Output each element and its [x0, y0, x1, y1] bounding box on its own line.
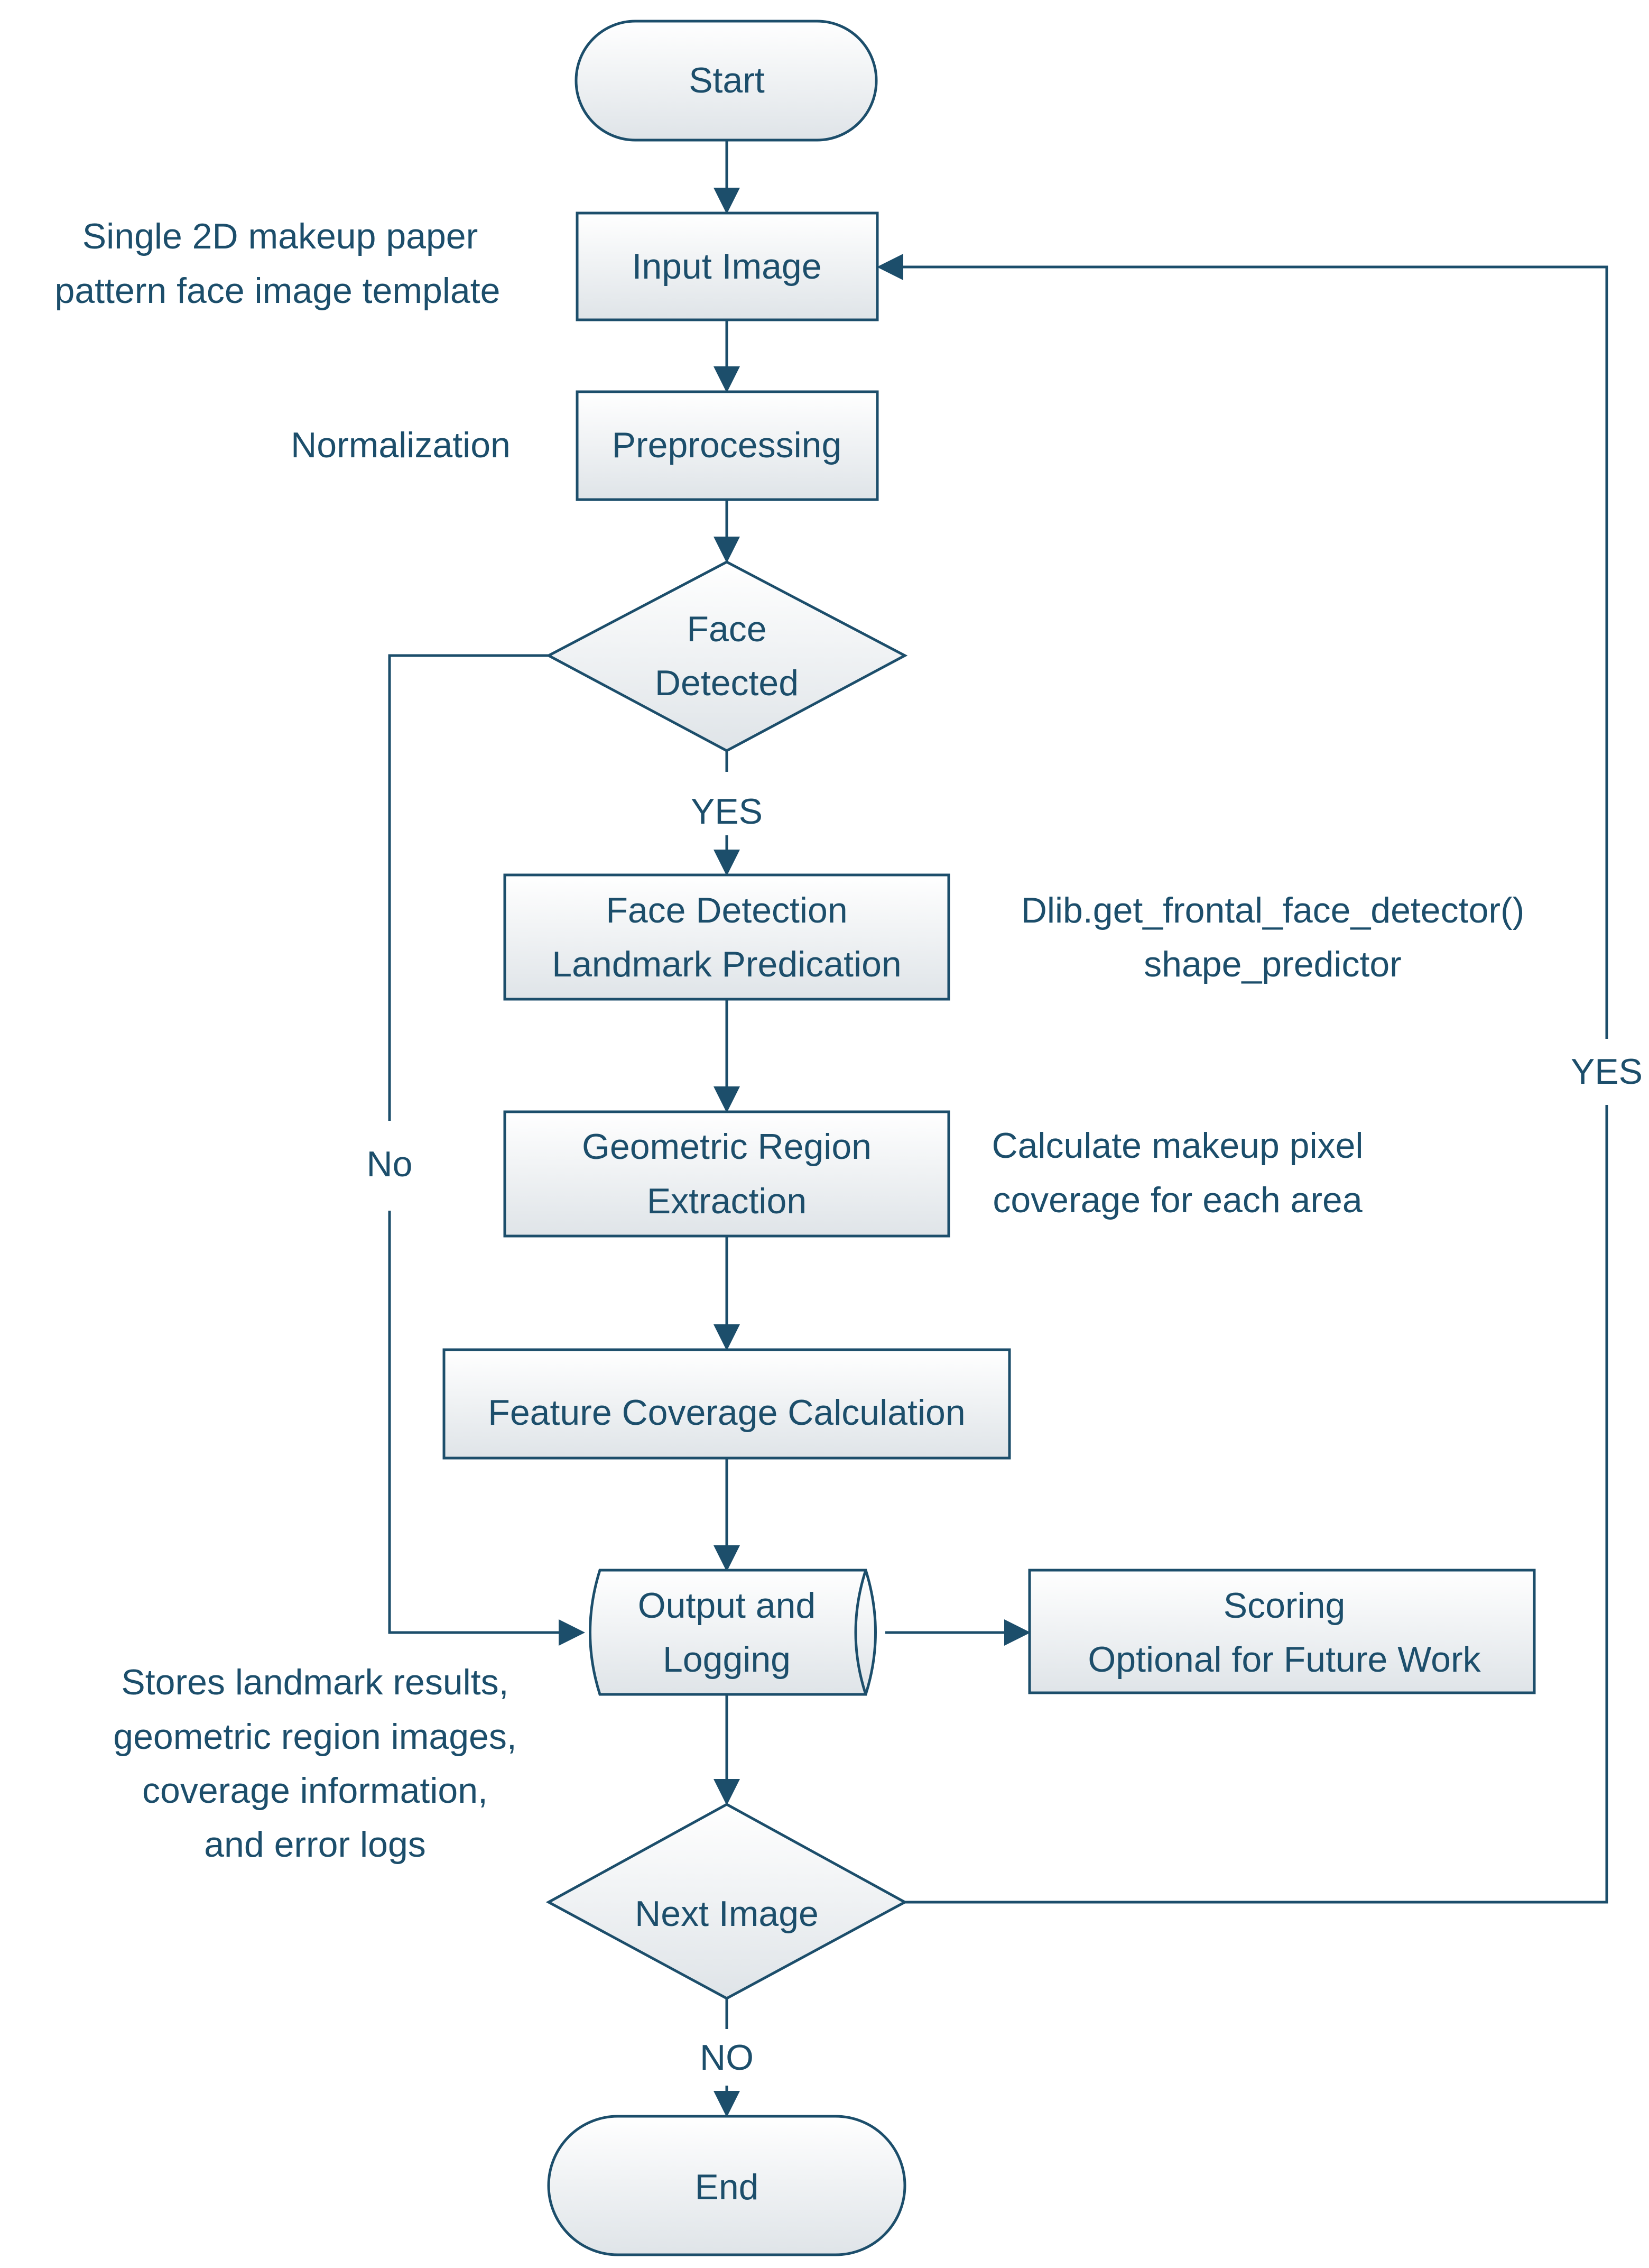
normalization-note: Normalization	[291, 425, 511, 465]
face-detected-decision	[545, 560, 908, 752]
face-detected-label-2: Detected	[655, 663, 799, 703]
edge-next-yes-lower	[905, 1105, 1608, 1904]
input-image-label: Input Image	[632, 246, 821, 287]
face-detection-label-2: Landmark Predication	[552, 944, 901, 984]
preprocessing-label: Preprocessing	[612, 425, 842, 465]
input-image-box	[576, 211, 879, 321]
scoring-label-1: Scoring	[1224, 1585, 1346, 1626]
edge-label-next-no: NO	[700, 2037, 754, 2078]
edge-next-yes-upper	[877, 254, 1608, 1039]
edge-label-face-yes: YES	[691, 791, 763, 832]
coverage-calc-label: Feature Coverage Calculation	[488, 1393, 965, 1433]
logging-note-line-3: coverage information,	[142, 1771, 488, 1811]
output-logging-inner-curve	[854, 1570, 867, 1695]
preprocessing-box	[576, 390, 879, 501]
logging-note-line-1: Stores landmark results,	[121, 1662, 508, 1702]
dlib-note-line-2: shape_predictor	[1144, 944, 1402, 984]
edge-no-top	[388, 654, 549, 1121]
input-note-line-2: pattern face image template	[55, 271, 501, 311]
geometric-label-1: Geometric Region	[582, 1127, 872, 1167]
logging-note-line-2: geometric region images,	[113, 1717, 516, 1757]
coverage-note-line-1: Calculate makeup pixel	[992, 1126, 1363, 1166]
dlib-note-line-1: Dlib.get_frontal_face_detector()	[1021, 890, 1525, 930]
next-image-decision	[545, 1803, 908, 2000]
next-image-label: Next Image	[635, 1894, 819, 1934]
coverage-note-line-2: coverage for each area	[993, 1180, 1363, 1220]
output-logging-label-1: Output and	[638, 1585, 816, 1626]
logging-note-line-4: and error logs	[204, 1824, 426, 1865]
start-terminal	[575, 20, 878, 142]
start-label: Start	[689, 60, 765, 100]
scoring-box	[1028, 1569, 1536, 1694]
input-note-line-1: Single 2D makeup paper	[82, 216, 478, 256]
output-logging-label-2: Logging	[663, 1639, 791, 1680]
edge-no-bottom	[388, 1211, 585, 1646]
scoring-label-2: Optional for Future Work	[1088, 1639, 1481, 1680]
edge-label-next-yes: YES	[1571, 1052, 1643, 1092]
edge-label-face-no: No	[367, 1144, 413, 1184]
face-detection-box	[503, 873, 950, 1001]
face-detection-label-1: Face Detection	[606, 890, 847, 930]
feature-coverage-box	[442, 1348, 1011, 1460]
geometric-label-2: Extraction	[647, 1181, 807, 1221]
face-detected-label-1: Face	[687, 609, 766, 649]
geometric-region-box	[503, 1110, 950, 1238]
end-label: End	[695, 2167, 759, 2207]
end-terminal	[547, 2115, 906, 2256]
